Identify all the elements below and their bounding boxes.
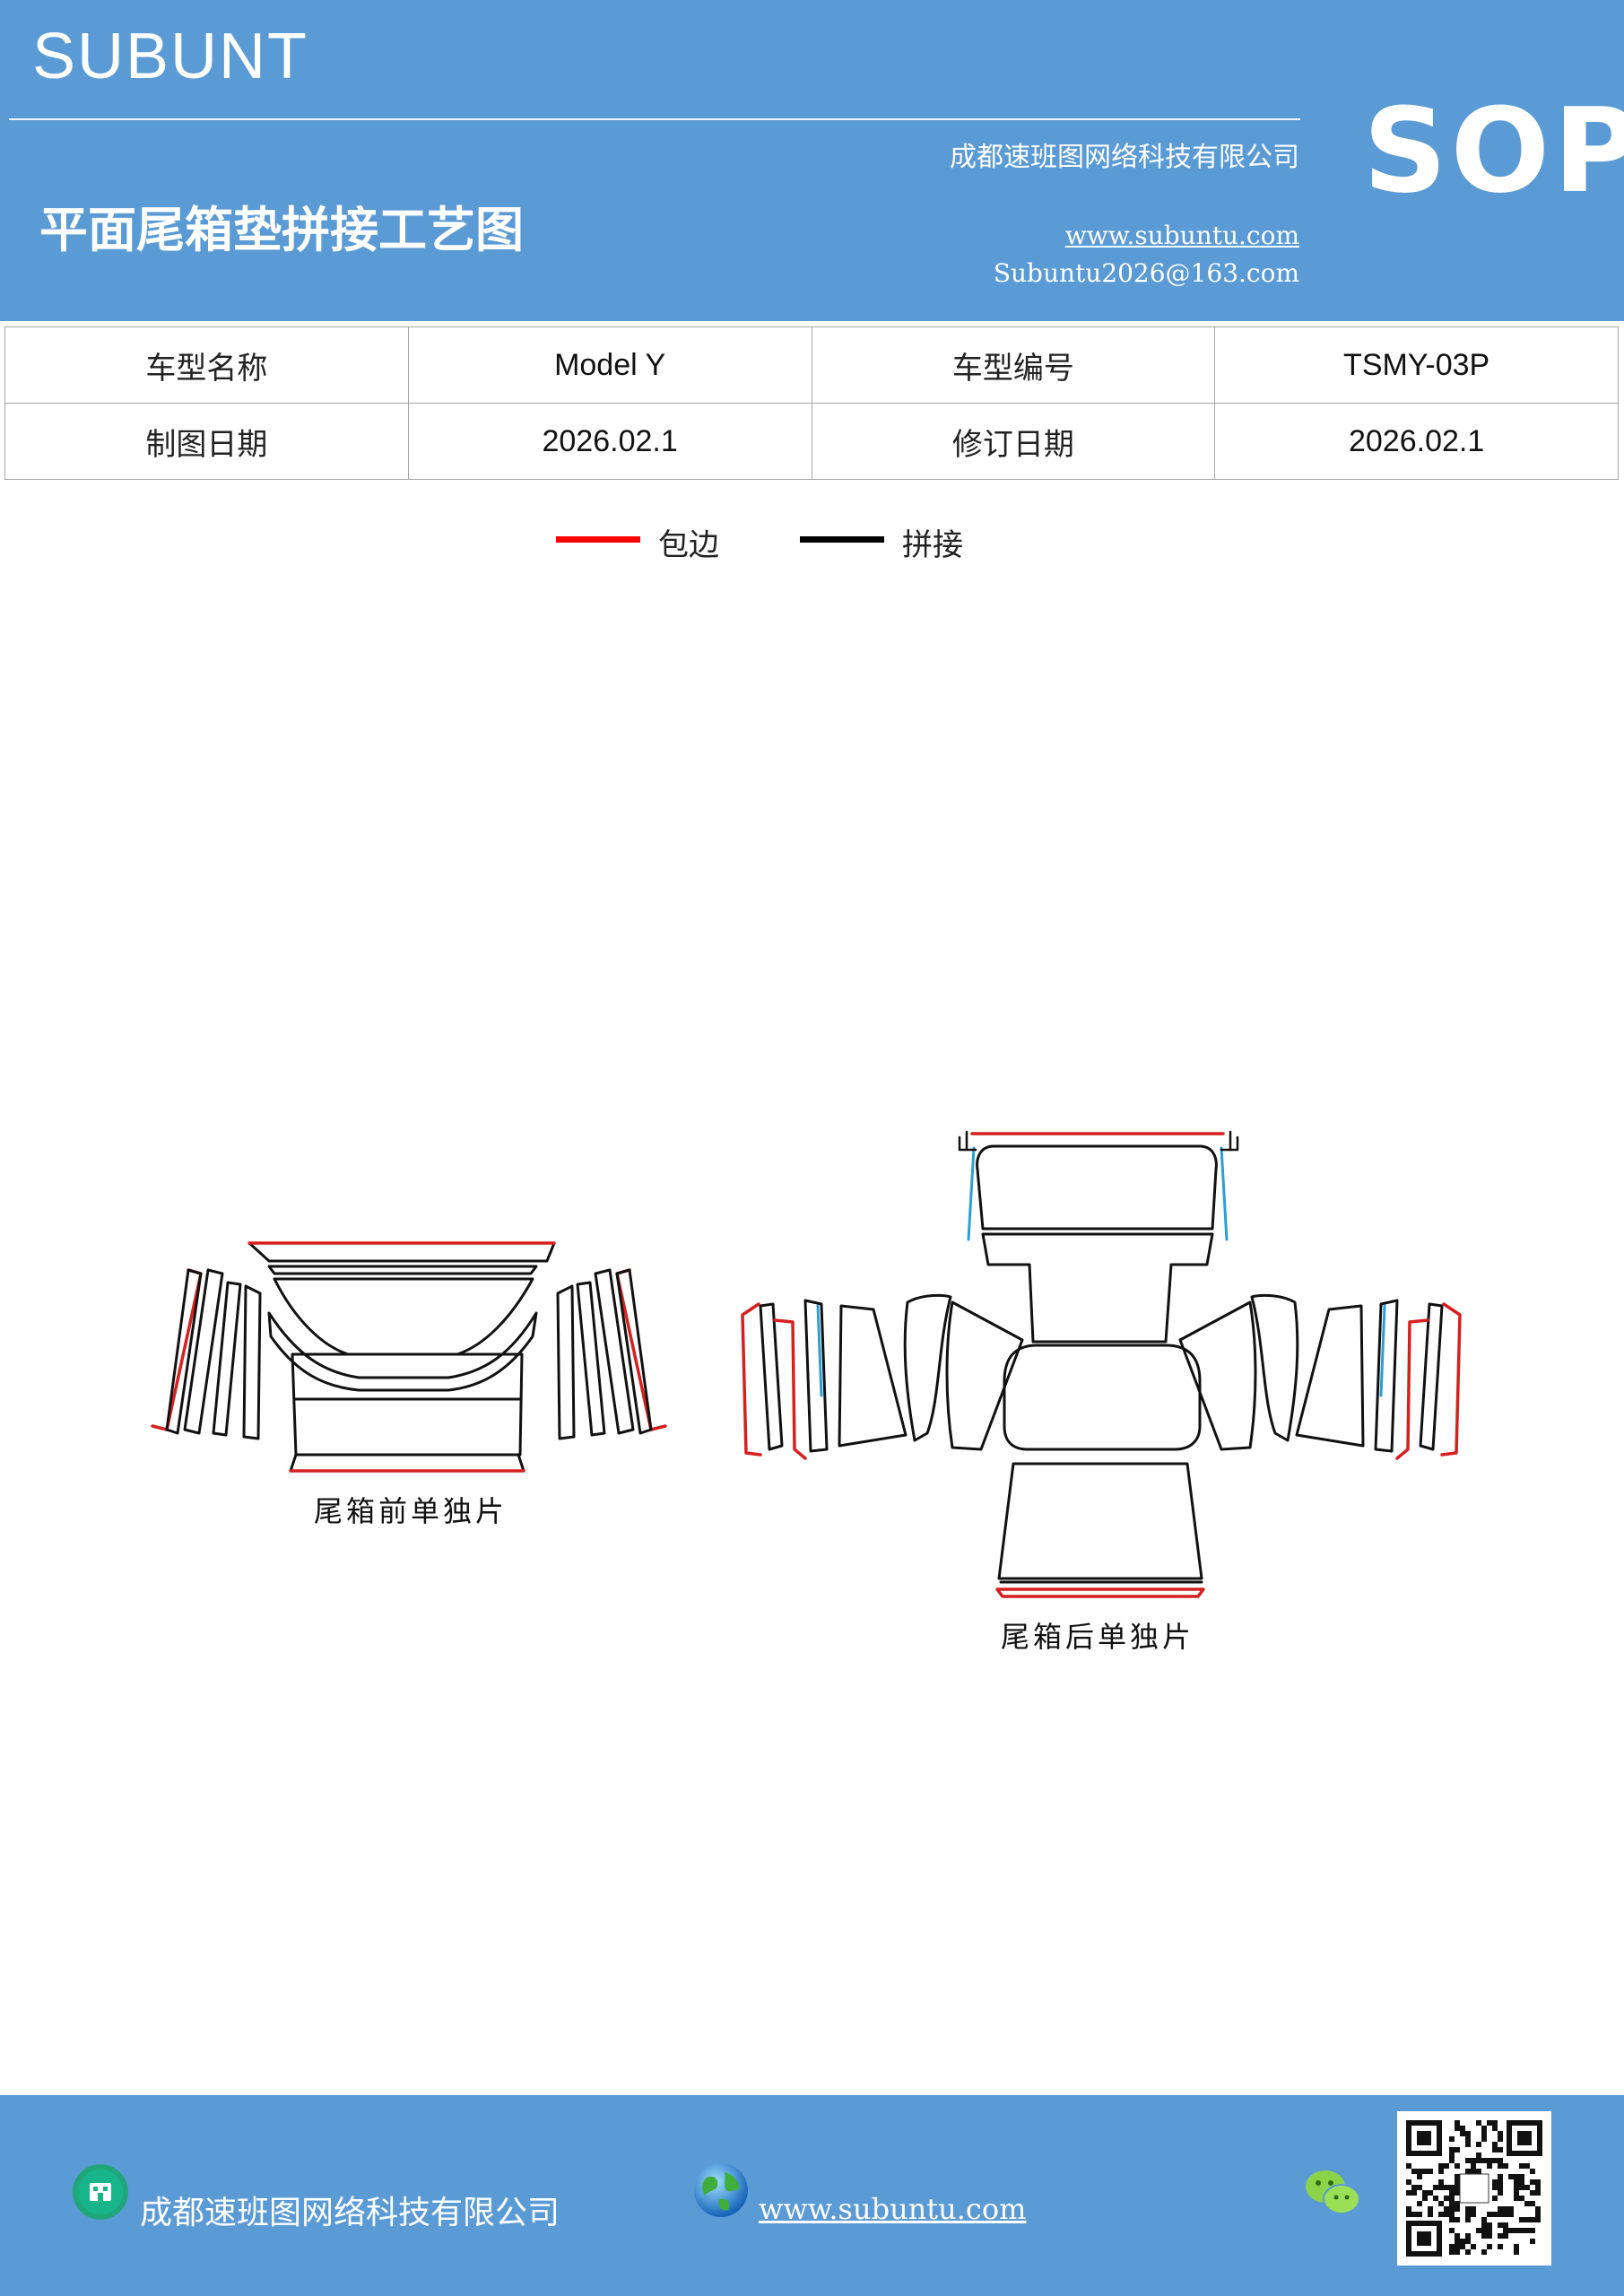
header-divider bbox=[9, 118, 1300, 120]
rear-right-strip-1 bbox=[1374, 1299, 1399, 1453]
revision-date-label: 修订日期 bbox=[811, 403, 1216, 480]
page-title: 平面尾箱垫拼接工艺图 bbox=[39, 202, 524, 258]
front-left-strip-3 bbox=[242, 1284, 262, 1440]
rear-top-ticks bbox=[958, 1130, 1239, 1152]
header-banner: SUBUNT 成都速班图网络科技有限公司 平面尾箱垫拼接工艺图 www.subu… bbox=[0, 0, 1624, 321]
front-top-strip-2 bbox=[267, 1265, 538, 1275]
front-right-strip-1 bbox=[556, 1284, 576, 1440]
wechat-icon[interactable] bbox=[1304, 2169, 1363, 2222]
draw-date-label: 制图日期 bbox=[4, 403, 409, 480]
front-bottom-strip bbox=[289, 1453, 525, 1473]
legend: 包边 拼接 bbox=[0, 520, 1624, 574]
website-link[interactable]: www.subuntu.com bbox=[1064, 221, 1299, 250]
rear-center-tub bbox=[1003, 1344, 1202, 1451]
front-tray bbox=[273, 1277, 534, 1356]
building-icon bbox=[72, 2163, 129, 2224]
edge-binding-swatch bbox=[556, 536, 640, 543]
vehicle-info-table: 车型名称 Model Y 车型编号 TSMY-03P 制图日期 2026.02.… bbox=[4, 326, 1619, 480]
footer-website-link[interactable]: www.subuntu.com bbox=[759, 2192, 1027, 2226]
rear-shelf bbox=[981, 1232, 1214, 1344]
model-code-value: TSMY-03P bbox=[1214, 326, 1619, 404]
model-code-label: 车型编号 bbox=[811, 326, 1216, 404]
rear-left-fan-3 bbox=[838, 1304, 908, 1448]
rear-pieces bbox=[759, 1144, 1444, 1584]
rear-left-strip-1 bbox=[803, 1299, 829, 1453]
front-left-strip-1 bbox=[183, 1268, 224, 1435]
front-lower-box bbox=[291, 1352, 524, 1457]
revision-date-value: 2026.02.1 bbox=[1214, 403, 1619, 480]
rear-bottom-panel bbox=[997, 1462, 1203, 1580]
rear-edge-binding bbox=[741, 1132, 1462, 1598]
rear-left-fan-2 bbox=[903, 1293, 952, 1442]
diagram-svg bbox=[151, 1130, 1462, 1598]
front-caption: 尾箱前单独片 bbox=[314, 1494, 508, 1528]
splicing-diagram: 尾箱前单独片 尾箱后单独片 bbox=[0, 1094, 1624, 1722]
footer-banner: 成都速班图网络科技有限公司 www.subuntu.com bbox=[0, 2095, 1624, 2296]
rear-top-panel bbox=[976, 1144, 1218, 1231]
brand-logo-text: SUBUNT bbox=[32, 21, 309, 92]
front-top-strip bbox=[248, 1241, 556, 1263]
footer-company: 成都速班图网络科技有限公司 bbox=[140, 2195, 560, 2231]
rear-left-fan-1 bbox=[945, 1300, 1024, 1451]
seam-label: 拼接 bbox=[902, 527, 963, 563]
rear-right-fan-1 bbox=[1178, 1300, 1257, 1451]
front-wing-band bbox=[267, 1311, 538, 1392]
rear-left-strip-2 bbox=[759, 1302, 784, 1451]
front-right-strip-2 bbox=[576, 1281, 606, 1437]
rear-accent-seams bbox=[816, 1146, 1386, 1397]
email-address: Subuntu2026@163.com bbox=[993, 258, 1299, 288]
front-edge-binding bbox=[151, 1241, 667, 1473]
front-left-strip-2 bbox=[212, 1281, 242, 1437]
seam-swatch bbox=[800, 536, 884, 543]
front-pieces bbox=[183, 1241, 635, 1473]
company-name: 成都速班图网络科技有限公司 bbox=[950, 142, 1299, 173]
front-right-strip-3 bbox=[594, 1268, 635, 1435]
rear-right-strip-2 bbox=[1419, 1302, 1444, 1451]
edge-binding-label: 包边 bbox=[658, 527, 719, 563]
sop-badge: SOP bbox=[1363, 83, 1624, 219]
table-row: 车型名称 Model Y 车型编号 TSMY-03P bbox=[4, 326, 1619, 404]
rear-caption: 尾箱后单独片 bbox=[1001, 1620, 1195, 1654]
qr-code-svg bbox=[1397, 2111, 1551, 2266]
model-name-label: 车型名称 bbox=[4, 326, 409, 404]
rear-right-fan-3 bbox=[1295, 1304, 1365, 1448]
table-row: 制图日期 2026.02.1 修订日期 2026.02.1 bbox=[4, 403, 1619, 480]
model-name-value: Model Y bbox=[407, 326, 812, 404]
front-outer-strips bbox=[165, 1268, 653, 1435]
rear-right-fan-2 bbox=[1250, 1293, 1299, 1442]
globe-icon bbox=[690, 2160, 751, 2224]
qr-code[interactable] bbox=[1397, 2111, 1551, 2266]
draw-date-value: 2026.02.1 bbox=[407, 403, 812, 480]
